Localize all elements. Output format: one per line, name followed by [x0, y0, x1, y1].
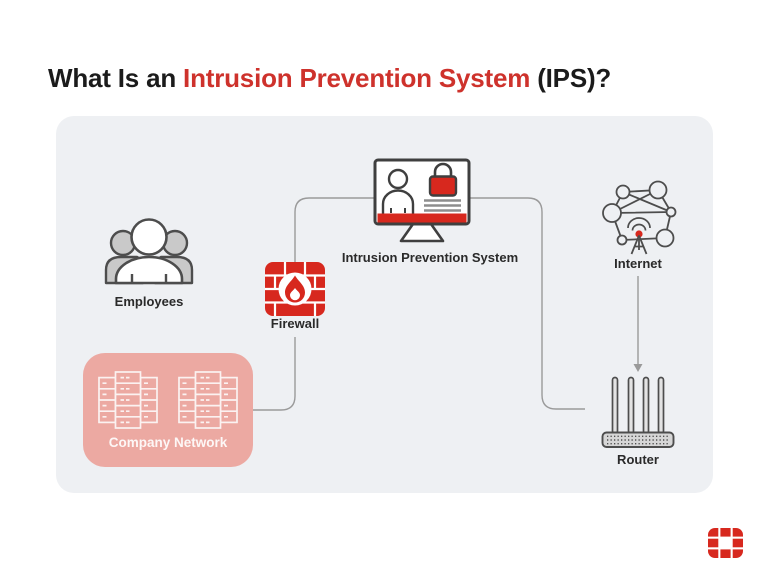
title-prefix: What Is an — [48, 63, 184, 94]
employees-label: Employees — [114, 294, 184, 309]
title-highlight: Intrusion Prevention System — [183, 63, 531, 94]
text-lines — [424, 199, 461, 212]
server-rack-icon — [178, 371, 238, 429]
firewall-icon — [265, 262, 325, 316]
lock-icon — [428, 162, 458, 197]
fortinet-logo-icon — [708, 528, 743, 558]
company-network-label: Company Network — [108, 435, 228, 450]
server-rack-icon — [98, 371, 158, 429]
employees-icon — [104, 218, 194, 285]
ips-monitor-icon — [373, 158, 471, 243]
internet-label: Internet — [614, 256, 662, 271]
router-label: Router — [617, 452, 659, 467]
user-silhouette-icon — [381, 168, 415, 214]
title-suffix: (IPS)? — [530, 63, 612, 94]
ips-label: Intrusion Prevention System — [341, 250, 519, 265]
internet-icon — [602, 180, 677, 255]
monitor-red-bar — [377, 213, 467, 223]
firewall-label: Firewall — [270, 316, 320, 331]
page-title: What Is an Intrusion Prevention System (… — [48, 63, 728, 93]
router-icon — [601, 376, 675, 448]
antenna-icon — [627, 217, 651, 255]
company-network-box: Company Network — [83, 353, 253, 467]
monitor-stand — [399, 222, 445, 243]
